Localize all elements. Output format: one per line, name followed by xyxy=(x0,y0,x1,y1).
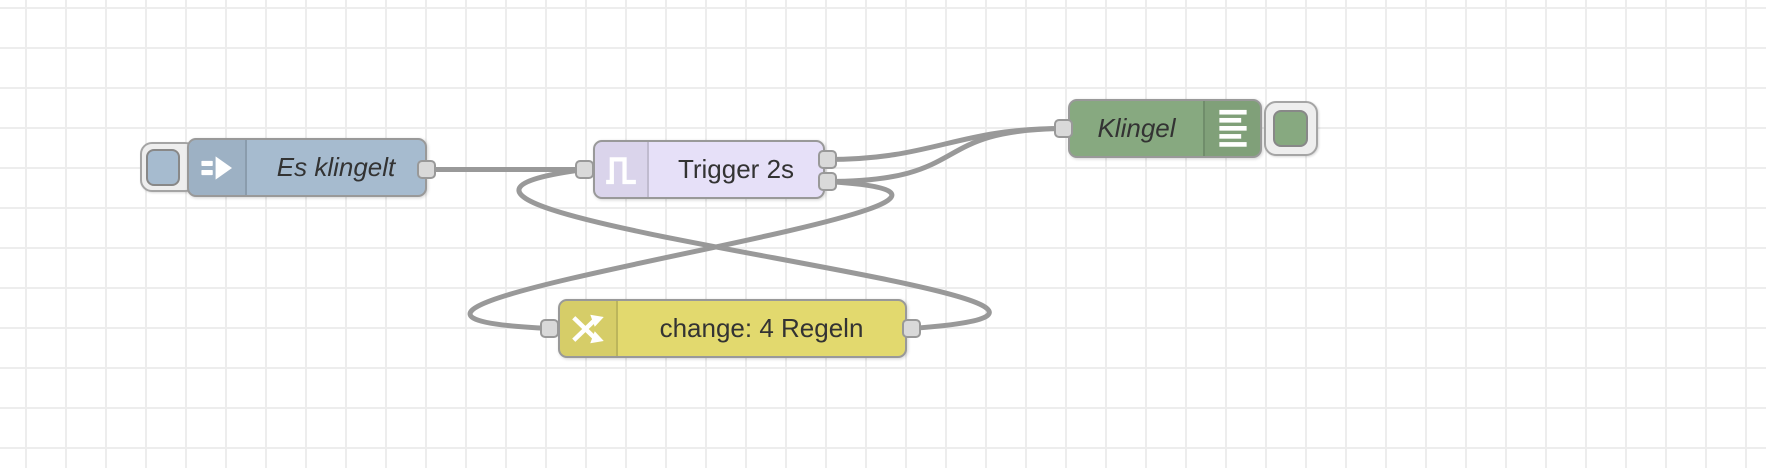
debug-icon-region xyxy=(1203,101,1260,156)
trigger-pulse-icon xyxy=(606,156,636,184)
change-icon-region xyxy=(560,301,618,356)
trigger-node[interactable]: Trigger 2s xyxy=(593,140,825,199)
debug-node[interactable]: Klingel xyxy=(1068,99,1262,158)
change-node-label: change: 4 Regeln xyxy=(659,313,864,343)
debug-lines-icon xyxy=(1218,109,1247,147)
debug-toggle-button-face[interactable] xyxy=(1273,110,1308,147)
debug-input-port[interactable] xyxy=(1054,119,1073,138)
change-output-port[interactable] xyxy=(902,319,921,338)
trigger-output-port-1[interactable] xyxy=(818,150,837,169)
inject-label-area: Es klingelt xyxy=(247,140,425,195)
inject-button-face[interactable] xyxy=(146,149,180,186)
inject-output-port[interactable] xyxy=(417,160,436,179)
trigger-icon-region xyxy=(595,142,649,197)
trigger-input-port[interactable] xyxy=(575,160,594,179)
change-label-area: change: 4 Regeln xyxy=(618,301,905,356)
change-input-port[interactable] xyxy=(540,319,559,338)
wire-trigger-out2-to-debug[interactable] xyxy=(824,126,1066,184)
change-swap-icon xyxy=(572,314,604,343)
trigger-label-area: Trigger 2s xyxy=(649,142,823,197)
inject-icon-region xyxy=(189,140,247,195)
debug-node-label: Klingel xyxy=(1097,113,1176,143)
wire-change-to-trigger[interactable] xyxy=(516,167,992,331)
inject-arrow-icon xyxy=(201,155,233,180)
change-node[interactable]: change: 4 Regeln xyxy=(558,299,907,358)
trigger-node-label: Trigger 2s xyxy=(677,154,795,184)
debug-label-area: Klingel xyxy=(1070,101,1203,156)
inject-node-label: Es klingelt xyxy=(276,152,396,182)
trigger-output-port-2[interactable] xyxy=(818,172,837,191)
inject-node[interactable]: Es klingelt xyxy=(187,138,427,197)
wire-trigger-out2-to-change[interactable] xyxy=(467,179,895,331)
